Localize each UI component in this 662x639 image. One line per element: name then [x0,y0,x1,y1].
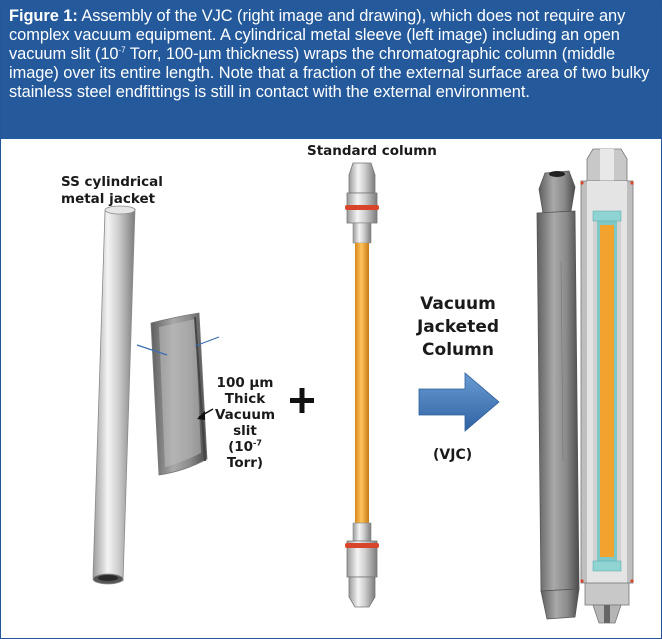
plus-sign [290,388,314,413]
vacuum-slit-label: 100 µm Thick Vacuum slit (10-7 Torr) [211,375,279,471]
vacuum-slit-shell [136,312,220,476]
vacuum-slit-label-line1: 100 µm [216,375,274,391]
standard-column-label: Standard column [307,143,437,159]
metal-jacket-tube [92,205,136,585]
figure-drawing [92,148,634,624]
metal-jacket-label-line1: SS cylindrical [61,174,163,190]
vacuum-slit-pressure-base: (10 [228,439,254,455]
vacuum-slit-label-line5: (10-7 Torr) [211,439,279,471]
vacuum-slit-label-line4: slit [233,423,257,439]
vacuum-slit-label-line2: Thick [224,391,266,407]
vjc-label-line3: Column [422,340,494,360]
caption-body-2: Torr, 100-µm thickness) wraps the chroma… [9,45,650,101]
vacuum-slit-label-line3: Vacuum [214,407,276,423]
vjc-label: Vacuum Jacketed Column [413,293,503,362]
caption-label: Figure 1: [9,7,78,25]
vacuum-slit-pressure-exponent: -7 [253,438,262,448]
vjc-label-line2: Jacketed [416,317,500,337]
vjc-abbreviation-label: (VJC) [433,447,473,463]
metal-jacket-label-line2: metal jacket [61,191,156,207]
caption-exponent: -7 [118,45,126,55]
figure-illustration: SS cylindrical metal jacket 100 µm Thick… [9,141,657,633]
caption-text: Figure 1: Assembly of the VJC (right ima… [1,1,661,102]
vacuum-slit-pressure-unit: Torr) [226,455,264,471]
metal-jacket-label: SS cylindrical metal jacket [61,174,163,208]
standard-column [345,162,379,608]
caption-body-1: Assembly of the VJC (right image and dra… [9,7,626,63]
assembly-arrow [418,372,500,432]
figure-caption: Figure 1: Assembly of the VJC (right ima… [1,1,661,139]
vjc-assembled-column [536,170,580,620]
vjc-cross-section [580,148,634,624]
vjc-label-line1: Vacuum [420,294,496,314]
